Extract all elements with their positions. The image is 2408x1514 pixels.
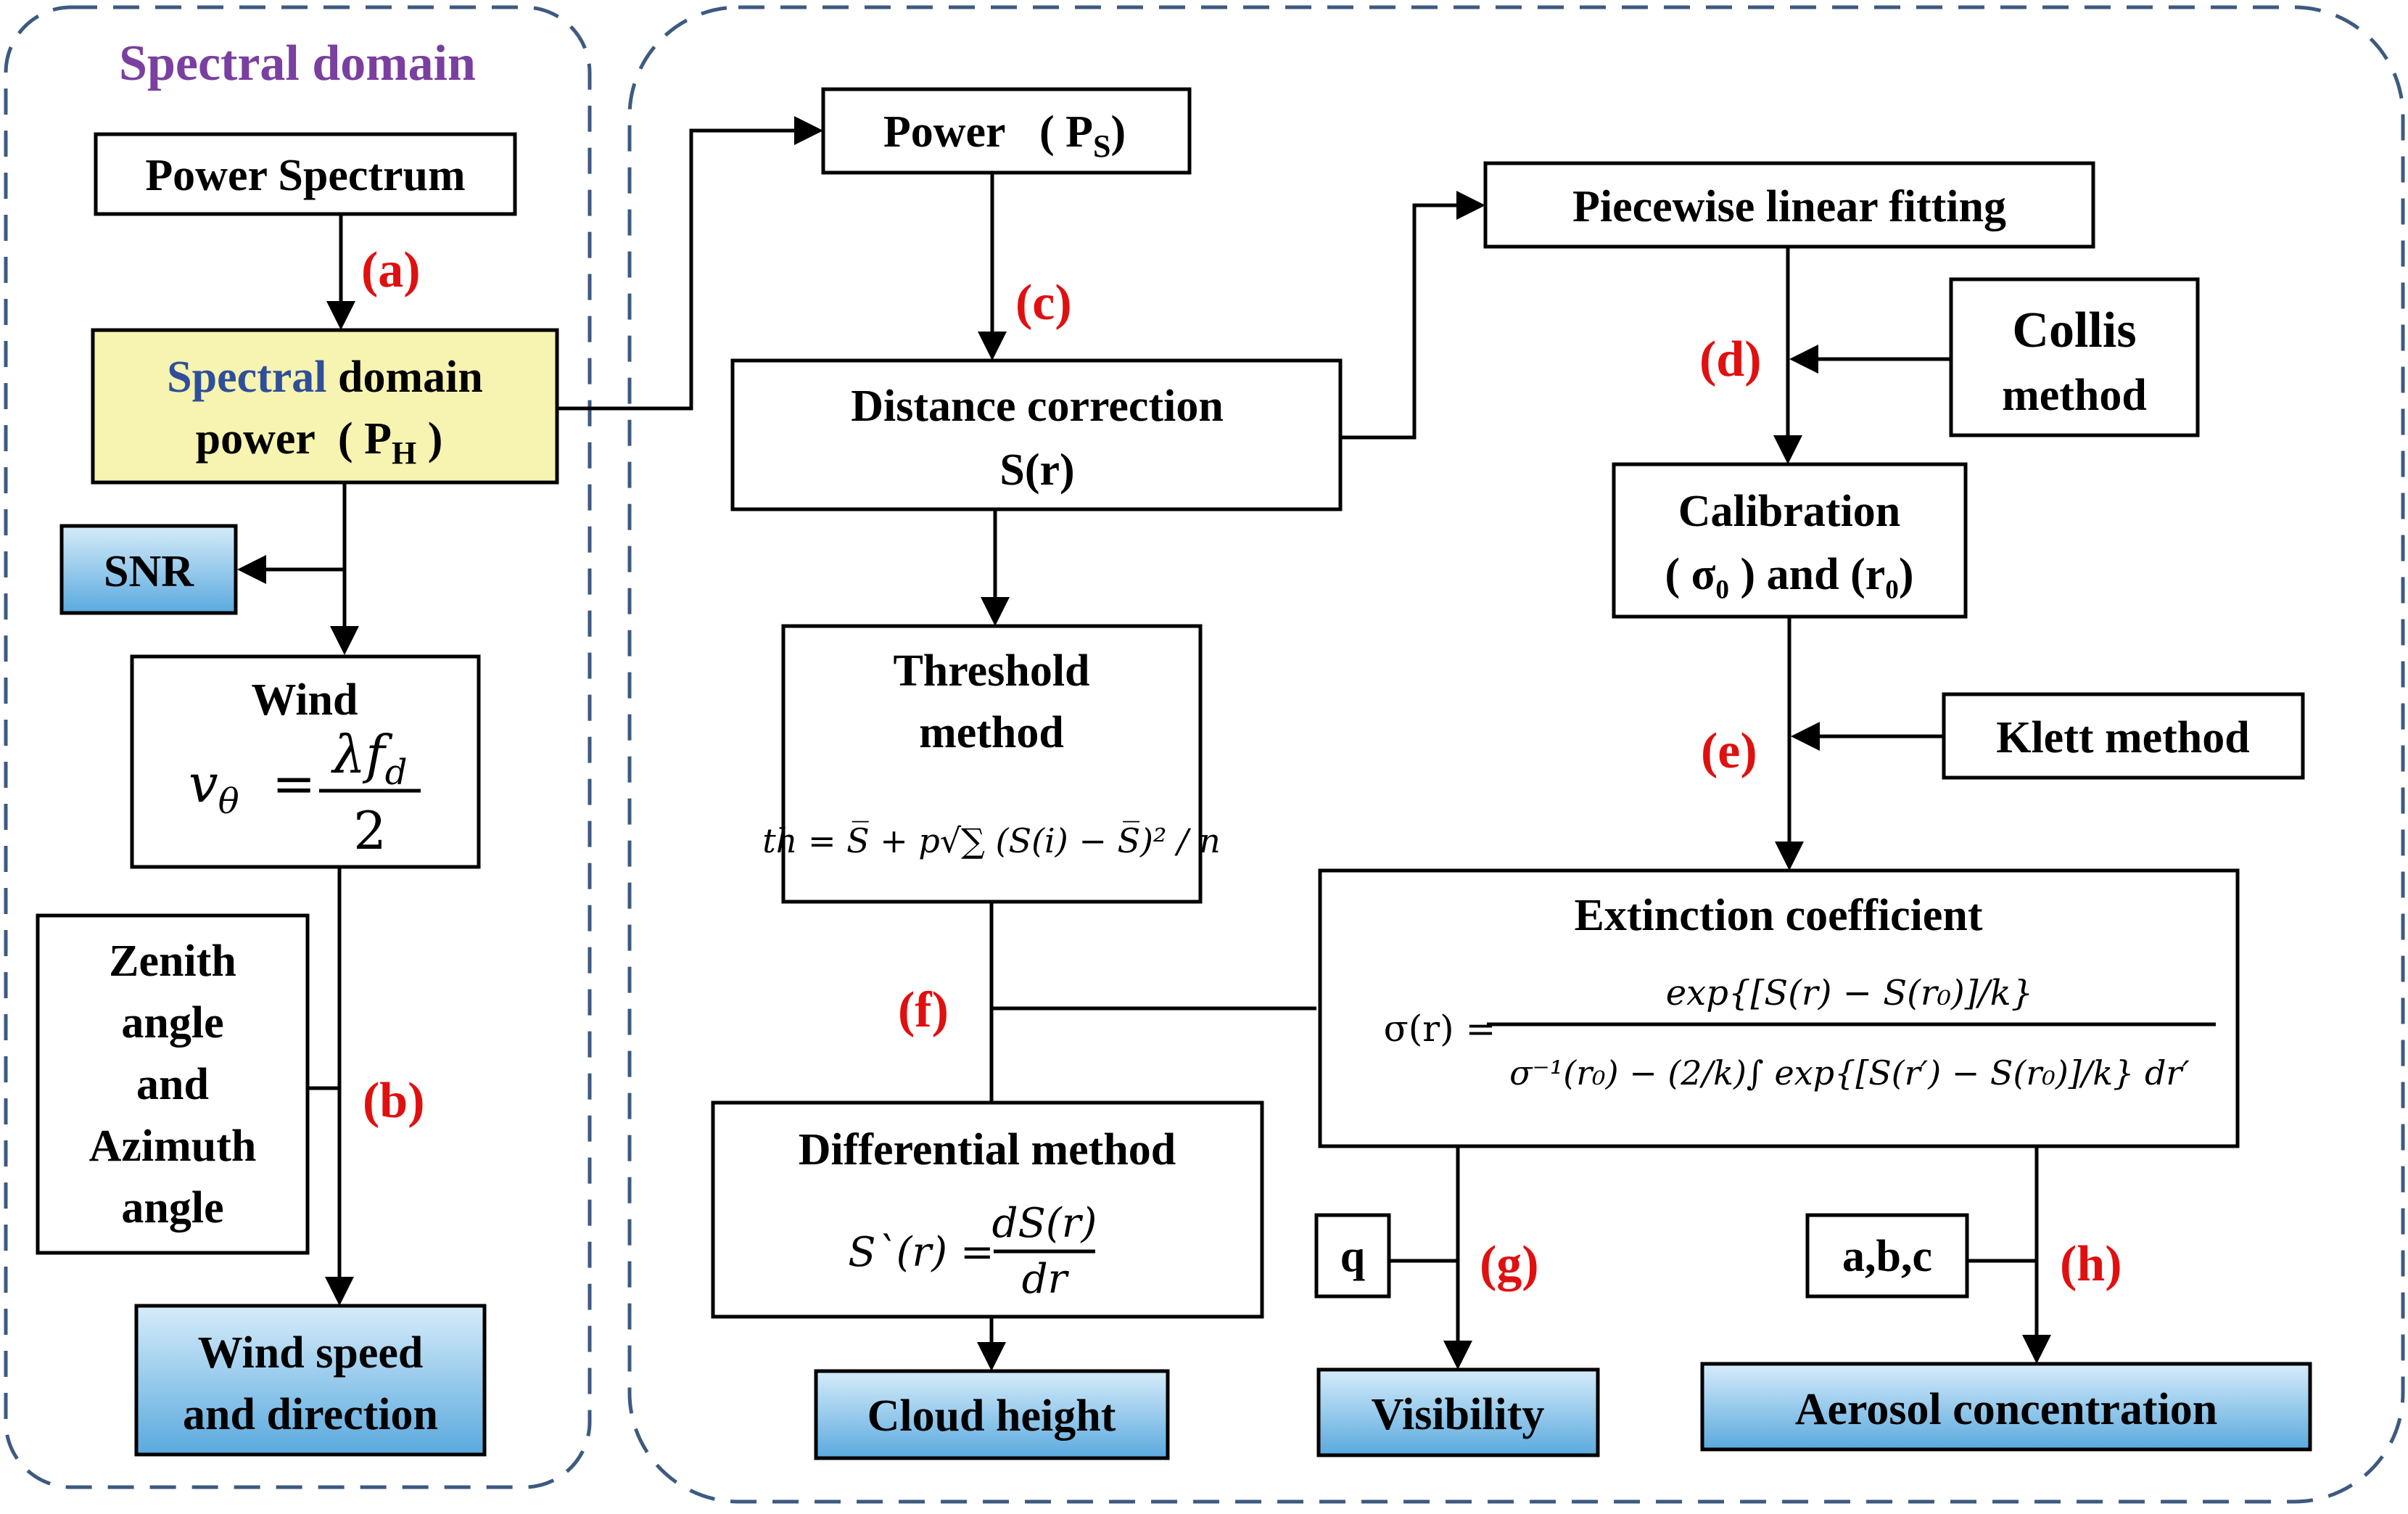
extinction-lhs: σ(r) = bbox=[1384, 1008, 1496, 1050]
power-ps-node: Power ( PS) bbox=[821, 87, 1192, 175]
wind-node: Wind vθ = λfd 2 bbox=[130, 654, 481, 869]
label-g: (g) bbox=[1480, 1236, 1539, 1292]
extinction-den: σ⁻¹(r₀) − (2/k)∫ exp{[S(r′) − S(r₀)]/k} … bbox=[1509, 1053, 2190, 1093]
threshold-line-2: method bbox=[919, 708, 1064, 757]
power-spectrum-label: Power Spectrum bbox=[145, 151, 465, 200]
piecewise-label: Piecewise linear fitting bbox=[1572, 182, 2006, 231]
zenith-line-2: angle bbox=[121, 998, 223, 1048]
arrow-to-piecewise bbox=[1340, 191, 1485, 440]
aerosol-label: Aerosol concentration bbox=[1795, 1385, 2218, 1434]
label-a: (a) bbox=[361, 242, 421, 298]
differential-node: Differential method S`(r) = dS(r) dr bbox=[711, 1100, 1264, 1319]
distance-correction-node: Distance correction S(r) bbox=[730, 358, 1343, 511]
abc-label: a,b,c bbox=[1842, 1232, 1932, 1281]
differential-lhs: S`(r) = bbox=[848, 1229, 994, 1276]
zenith-line-5: angle bbox=[121, 1183, 223, 1233]
label-e: (e) bbox=[1701, 723, 1757, 779]
spectral-power-line2: power ( PH ) bbox=[196, 414, 443, 471]
label-h: (h) bbox=[2060, 1236, 2122, 1292]
label-b: (b) bbox=[363, 1073, 425, 1129]
wind-formula-eq: = bbox=[272, 753, 316, 814]
snr-node: SNR bbox=[59, 524, 238, 615]
cloud-height-node: Cloud height bbox=[814, 1369, 1170, 1460]
power-ps-label: Power ( PS) bbox=[883, 107, 1126, 164]
threshold-formula: th = S̅ + p√∑ (S(i) − S̅)² / n bbox=[762, 820, 1221, 860]
threshold-node: Threshold method th = S̅ + p√∑ (S(i) − S… bbox=[762, 624, 1221, 904]
arrow-ph-to-ps bbox=[557, 116, 823, 411]
aerosol-node: Aerosol concentration bbox=[1700, 1362, 2312, 1452]
piecewise-node: Piecewise linear fitting bbox=[1483, 161, 2095, 249]
differential-num: dS(r) bbox=[992, 1200, 1097, 1247]
collis-line-2: method bbox=[2002, 371, 2147, 420]
section-title: Spectral domain bbox=[119, 36, 476, 91]
zenith-azimuth-node: Zenith angle and Azimuth angle bbox=[36, 913, 310, 1255]
power-spectrum-node: Power Spectrum bbox=[94, 132, 517, 216]
calibration-title: Calibration bbox=[1678, 487, 1901, 536]
cloud-height-label: Cloud height bbox=[867, 1391, 1116, 1441]
extinction-title: Extinction coefficient bbox=[1574, 891, 1982, 940]
distance-line-1: Distance correction bbox=[851, 382, 1224, 431]
wind-speed-line-1: Wind speed bbox=[198, 1328, 424, 1378]
visibility-label: Visibility bbox=[1372, 1390, 1545, 1439]
differential-den: dr bbox=[1022, 1256, 1070, 1303]
wind-speed-line-2: and direction bbox=[183, 1390, 438, 1439]
wind-formula-num: λfd bbox=[330, 724, 407, 793]
spectral-domain-border bbox=[4, 5, 592, 1489]
zenith-line-1: Zenith bbox=[109, 937, 236, 986]
domain-word: domain bbox=[327, 353, 483, 402]
label-c: (c) bbox=[1015, 275, 1072, 331]
distance-line-2: S(r) bbox=[999, 445, 1074, 495]
zenith-line-3: and bbox=[136, 1060, 209, 1109]
collis-node: Collis method bbox=[1949, 277, 2200, 437]
visibility-node: Visibility bbox=[1316, 1367, 1600, 1457]
klett-label: Klett method bbox=[1996, 713, 2250, 762]
differential-title: Differential method bbox=[799, 1125, 1176, 1174]
calibration-node: Calibration ( σ₀ ) and (r₀) bbox=[1612, 462, 1968, 619]
threshold-line-1: Threshold bbox=[893, 646, 1089, 696]
abc-node: a,b,c bbox=[1805, 1213, 1969, 1299]
snr-label: SNR bbox=[104, 547, 194, 596]
label-d: (d) bbox=[1699, 332, 1762, 387]
spectral-domain-power-node: Spectral domain power ( PH ) bbox=[91, 328, 559, 485]
label-f: (f) bbox=[898, 982, 949, 1038]
q-label: q bbox=[1340, 1232, 1365, 1281]
collis-line-1: Collis bbox=[2012, 303, 2136, 358]
zenith-line-4: Azimuth bbox=[89, 1122, 257, 1171]
spectral-word: Spectral bbox=[167, 353, 326, 402]
calibration-line-2: ( σ₀ ) and (r₀) bbox=[1665, 550, 1914, 599]
wind-title: Wind bbox=[251, 675, 358, 725]
extinction-node: Extinction coefficient σ(r) = exp{[S(r) … bbox=[1318, 868, 2240, 1148]
wind-speed-node: Wind speed and direction bbox=[134, 1304, 487, 1457]
spectral-power-line1: Spectral domain bbox=[167, 353, 483, 402]
klett-node: Klett method bbox=[1942, 692, 2305, 780]
wind-formula-den: 2 bbox=[353, 800, 387, 861]
q-node: q bbox=[1314, 1213, 1391, 1299]
wind-formula-lhs: vθ bbox=[189, 753, 239, 822]
extinction-num: exp{[S(r) − S(r₀)]/k} bbox=[1666, 973, 2034, 1013]
processing-domain-border bbox=[627, 5, 2405, 1504]
